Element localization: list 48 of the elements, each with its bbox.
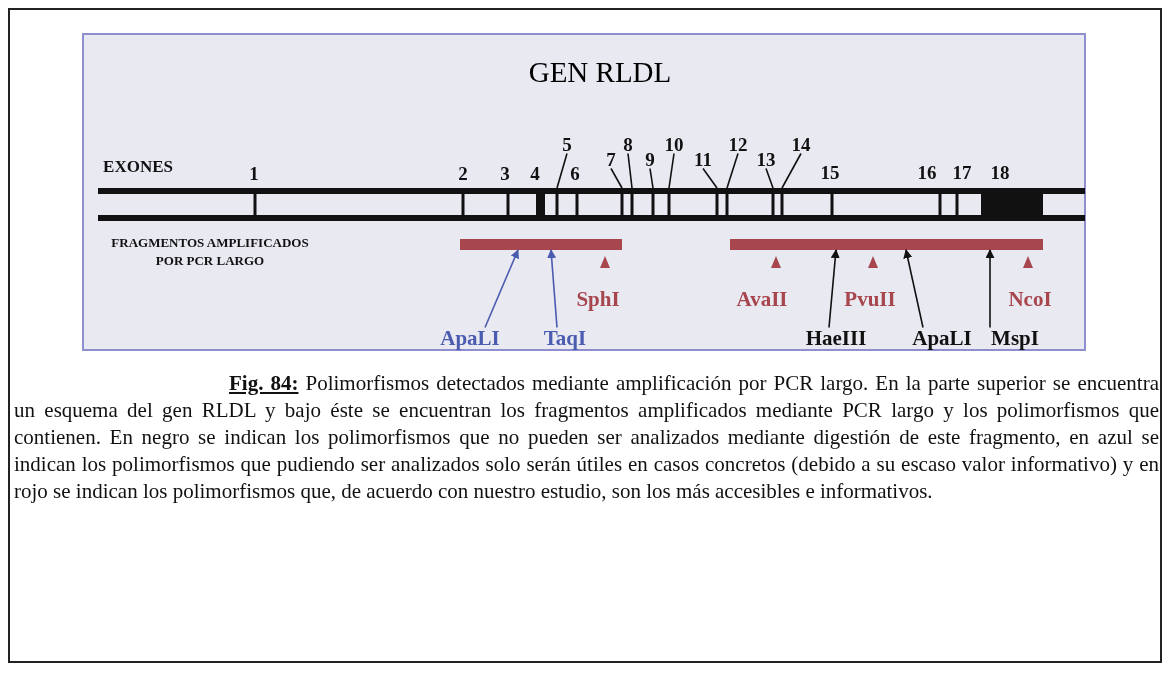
leader-line [668, 152, 675, 189]
enzyme-label: NcoI [1008, 288, 1052, 310]
leader-line [610, 167, 623, 189]
arrow [547, 249, 558, 329]
leader-line [649, 167, 654, 189]
exon-number: 4 [530, 163, 540, 183]
enzyme-label: ApaLI [440, 327, 500, 349]
exon-number: 5 [562, 134, 572, 154]
row-label: FRAGMENTOS AMPLIFICADOS POR PCR LARGO [110, 234, 310, 270]
exon-number: 13 [756, 149, 776, 169]
enzyme-label: SphI [576, 288, 620, 310]
exon-number: 6 [570, 163, 580, 183]
exon-number: 18 [990, 162, 1010, 182]
exon-number: 2 [458, 163, 468, 183]
fragment-bar [730, 239, 1043, 250]
leader-line [702, 167, 718, 189]
exon-number: 10 [664, 134, 684, 154]
figure-caption: Fig. 84: Polimorfismos detectados mediante amplificación por PCR largo. En la parte superior se encuentra un esquema del gen RLDL y bajo éste se encuentran los fragmentos amplificados mediante PCR largo y los polimorfismos que contienen. En negro se indican los polimorfismos que no pueden ser analizados mediante digestión de este fragmento, en azul se indican los polimorfismos que pudiendo ser analizados solo serán útiles en casos concretos (debido a su escaso valor informativo) y en rojo se indican los polimorfismos que, de acuerdo con nuestro estudio, son los más accesibles e informativos. [14, 370, 1159, 505]
enzyme-label: PvuII [844, 288, 896, 310]
row-label: EXONES [103, 157, 173, 175]
leader-line [627, 152, 633, 189]
gene-drawing [98, 188, 1085, 221]
exon-number: 12 [728, 134, 748, 154]
exon-number: 8 [623, 134, 633, 154]
exon-number: 11 [694, 149, 712, 169]
enzyme-label: HaeIII [805, 327, 867, 349]
exon-number: 9 [645, 149, 655, 169]
arrow [903, 249, 924, 329]
arrow [985, 249, 995, 329]
diagram-title: GEN RLDL [528, 55, 672, 89]
leader-line [556, 152, 568, 189]
arrow [828, 249, 840, 329]
exon-number: 17 [952, 162, 972, 182]
leader-line [781, 152, 802, 189]
enzyme-label: ApaLI [912, 327, 972, 349]
exon-number: 16 [917, 162, 937, 182]
arrow [484, 249, 519, 329]
enzyme-label: TaqI [543, 327, 587, 349]
leader-line [726, 152, 739, 189]
exon-number: 3 [500, 163, 510, 183]
enzyme-label: MspI [991, 327, 1039, 349]
exon-number: 14 [791, 134, 811, 154]
leader-line [765, 167, 774, 189]
exon-number: 1 [249, 163, 259, 183]
exon-number: 7 [606, 149, 616, 169]
enzyme-label: AvaII [736, 288, 788, 310]
fragment-bar [460, 239, 622, 250]
exon-number: 15 [820, 162, 840, 182]
